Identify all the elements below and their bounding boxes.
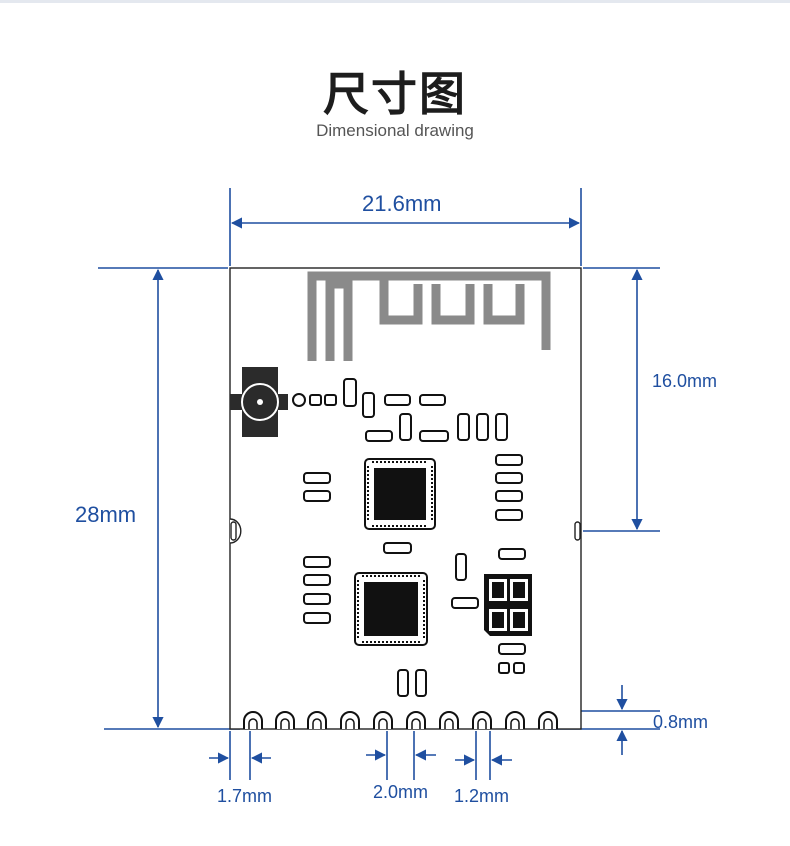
pad-depth-label: 0.8mm [653, 712, 709, 732]
page-title: 尺寸图 [323, 67, 467, 121]
qfn-chip-bottom [354, 572, 428, 646]
top-rule [0, 0, 790, 3]
antenna-section-label: 16.0mm [652, 371, 718, 391]
dimension-lines [98, 188, 660, 780]
ipex-connector-icon [230, 367, 288, 437]
page-subtitle: Dimensional drawing [316, 121, 474, 140]
width-label: 21.6mm [362, 191, 442, 216]
height-label: 28mm [75, 502, 137, 527]
edge-offset-label: 1.7mm [217, 786, 273, 806]
pad-width-label: 1.2mm [454, 786, 510, 806]
passive-components [292, 378, 526, 697]
pad-pitch-label: 2.0mm [373, 782, 429, 802]
pcb-antenna-icon [307, 271, 551, 361]
qfn-chip-top [364, 458, 436, 530]
crystal-component [484, 574, 532, 636]
